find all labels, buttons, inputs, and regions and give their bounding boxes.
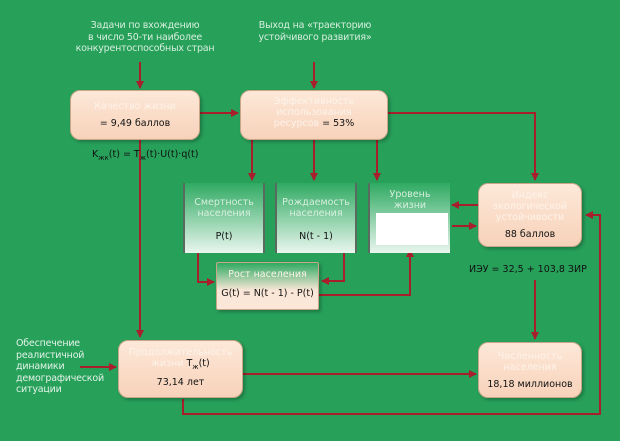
quality-of-life-title: Качество жизни: [94, 101, 176, 112]
life-title-2: жизни: [151, 358, 184, 369]
ecology-index-box: Индекс экологической устойчивости 88 бал…: [478, 183, 582, 247]
quality-of-life-box: Качество жизни = 9,49 баллов: [70, 90, 200, 140]
arrow-eff-to-ecology: [388, 112, 539, 181]
demo-line-2: реалистичной: [16, 349, 85, 361]
goal-line-3: конкурентоспособных стран: [75, 43, 215, 54]
ecology-title-1: Индекс: [511, 190, 549, 201]
birthrate-title-2: населения: [289, 208, 343, 219]
life-expectancy-box: Продолжительность жизни Tж(t) 73,14 лет: [118, 340, 243, 398]
ecology-title-3: устойчивости: [495, 212, 565, 223]
demo-line-3: динамики: [16, 361, 65, 372]
formula-k-mid: (t) = T: [108, 149, 140, 160]
living-standard-title-2: жизни: [393, 200, 427, 211]
living-standard-box: Уровень жизни: [368, 183, 450, 253]
goal2-line-2: устойчивого развития»: [258, 31, 372, 43]
ecology-value: 88 баллов: [504, 229, 556, 240]
living-standard-blank: [376, 213, 448, 245]
ecology-title-2: экологической: [492, 201, 568, 212]
growth-title: Рост населения: [228, 269, 307, 280]
goal-sustainability-text: Выход на «траекторию устойчивого развити…: [235, 20, 395, 43]
demo-line-4: демографической: [16, 372, 104, 384]
demography-goal-text: Обеспечение реалистичной динамики демогр…: [16, 338, 116, 396]
population-title-1: Численность: [497, 351, 563, 362]
goal-line-1: Задачи по вхождению: [90, 20, 200, 31]
goal-line-2: в число 50-ти наиболее: [87, 31, 203, 43]
arrow-p-to-growth: [197, 252, 215, 286]
life-value: 73,14 лет: [156, 376, 205, 388]
efficiency-box: Эффективность использования ресурсов = 5…: [240, 90, 388, 140]
life-t-letter: T: [186, 358, 193, 369]
formula-k-letter: K: [92, 149, 99, 160]
life-t-sub: ж: [192, 362, 199, 371]
arrow-n-to-growth: [321, 252, 345, 285]
formula-quality: Kжк(t) = Tж(t)·U(t)·q(t): [92, 149, 198, 162]
population-box: Численность населения 18,18 миллионов: [478, 342, 582, 398]
arrow-growth-to-u: [319, 249, 414, 296]
living-standard-title-1: Уровень: [389, 189, 431, 200]
mortality-value: P(t): [215, 231, 233, 242]
mortality-title-1: Смертность: [194, 197, 254, 208]
growth-value: G(t) = N(t - 1) - P(t): [221, 288, 314, 299]
birthrate-value: N(t - 1): [299, 231, 333, 242]
goal-competitiveness-text: Задачи по вхождению в число 50-ти наибол…: [50, 20, 240, 55]
efficiency-title-3: ресурсов: [273, 118, 320, 129]
demo-line-5: ситуации: [16, 384, 62, 395]
growth-box: Рост населения G(t) = N(t - 1) - P(t): [216, 262, 319, 310]
arrow-feedback-loop: [182, 211, 601, 415]
efficiency-title-2: использования: [276, 107, 352, 118]
life-t-arg: (t): [198, 358, 210, 369]
formula-k-sub: жк: [98, 153, 109, 162]
birthrate-title-1: Рождаемость: [282, 197, 350, 208]
goal2-line-1: Выход на «траекторию: [258, 20, 372, 31]
quality-of-life-value: = 9,49 баллов: [99, 118, 171, 129]
mortality-title-2: населения: [197, 208, 251, 219]
efficiency-value: = 53%: [322, 118, 355, 129]
mortality-box: Смертность населения P(t): [183, 183, 265, 253]
formula-ecology: ИЭУ = 32,5 + 103,8 ЗИР: [469, 264, 587, 275]
formula-k-end: (t)·U(t)·q(t): [146, 149, 199, 160]
birthrate-box: Рождаемость населения N(t - 1): [275, 183, 357, 253]
formula-t-sub: ж: [139, 153, 147, 162]
efficiency-title-1: Эффективность: [273, 96, 355, 107]
demo-line-1: Обеспечение: [16, 338, 80, 349]
population-value: 18,18 миллионов: [487, 379, 573, 390]
population-title-2: населения: [503, 362, 557, 373]
life-title-1: Продолжительность: [128, 347, 233, 358]
